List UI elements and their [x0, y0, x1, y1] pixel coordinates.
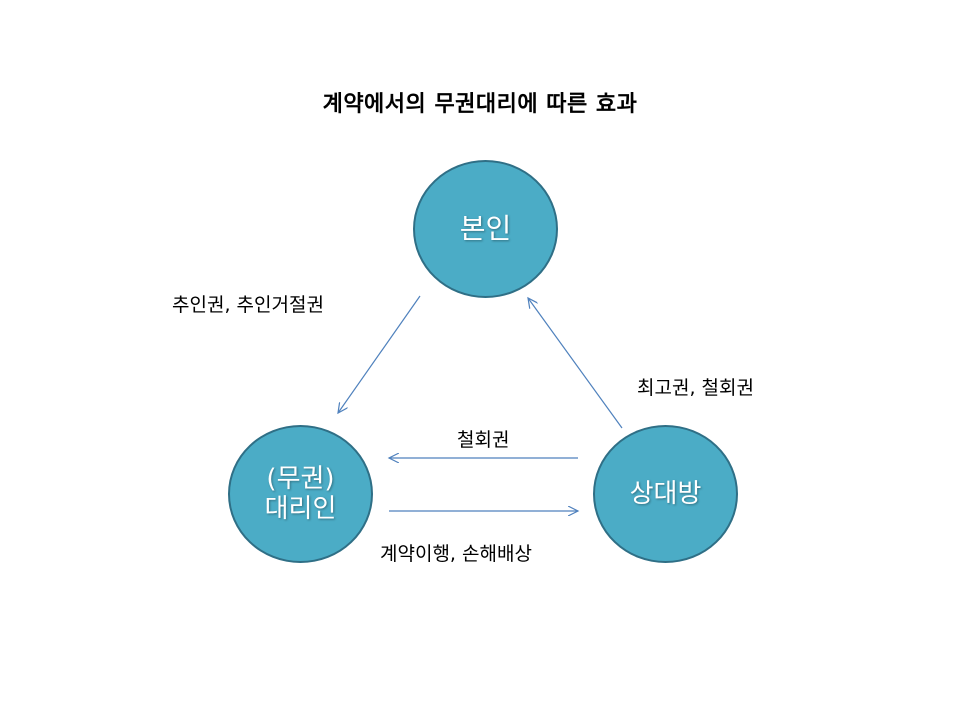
node-counterparty-label: 상대방 — [629, 479, 702, 509]
arrow-counterparty-to-principal — [528, 298, 623, 429]
node-unauthorized-agent: (무권) 대리인 — [228, 425, 373, 563]
node-counterparty: 상대방 — [593, 425, 738, 563]
node-principal-label: 본인 — [459, 212, 512, 245]
edge-label-withdrawal: 철회권 — [457, 429, 510, 451]
edge-label-performance-damages: 계약이행, 손해배상 — [380, 543, 532, 565]
node-principal: 본인 — [413, 160, 558, 298]
diagram-title: 계약에서의 무권대리에 따른 효과 — [322, 92, 638, 117]
edge-label-peremptory-notice: 최고권, 철회권 — [637, 377, 754, 399]
edge-label-ratification: 추인권, 추인거절권 — [172, 294, 324, 316]
node-agent-label: (무권) 대리인 — [264, 464, 337, 524]
arrow-principal-to-agent — [338, 295, 421, 413]
